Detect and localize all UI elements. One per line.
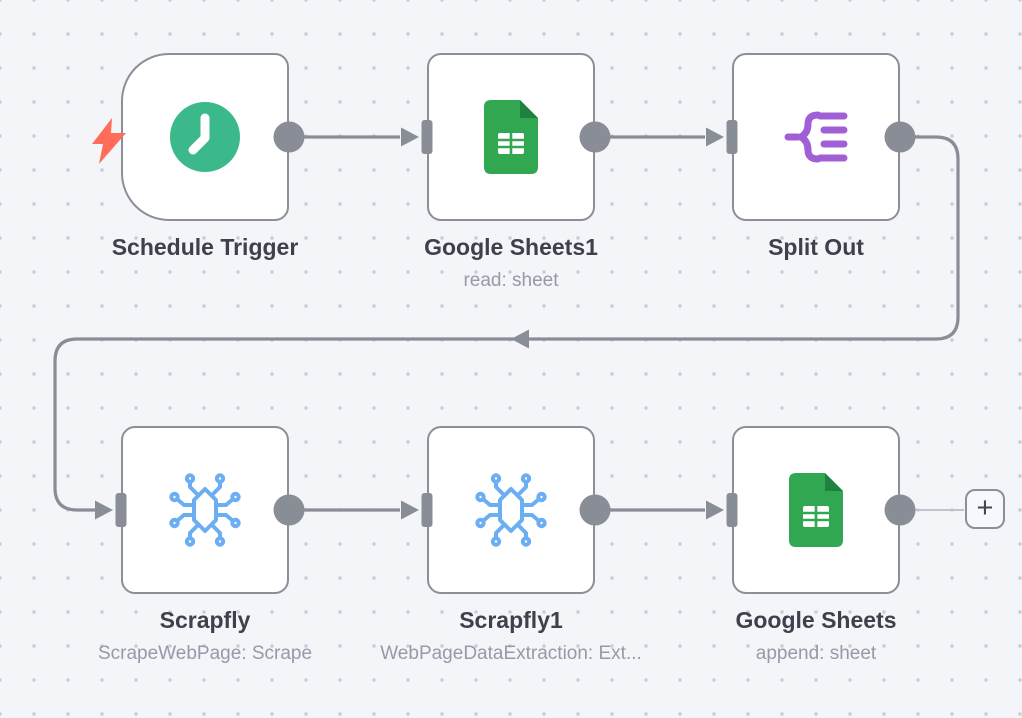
node-google-sheets[interactable]: Google Sheets append: sheet <box>732 426 900 664</box>
arrowhead-icon <box>511 329 529 349</box>
node-subtitle: read: sheet <box>463 270 559 291</box>
node-label: Google Sheets1 <box>424 234 598 260</box>
node-box[interactable] <box>732 426 900 594</box>
arrowhead-icon <box>401 500 419 520</box>
node-label: Google Sheets <box>735 607 897 633</box>
clock-icon <box>170 102 240 172</box>
plus-icon: + <box>976 491 994 524</box>
spider-circuit-icon <box>169 473 241 547</box>
spider-circuit-icon <box>475 473 547 547</box>
node-box[interactable] <box>121 426 289 594</box>
add-node-button[interactable]: + <box>965 489 1005 529</box>
node-label: Scrapfly1 <box>459 607 563 633</box>
node-scrapfly[interactable]: Scrapfly ScrapeWebPage: Scrape <box>98 426 312 664</box>
lightning-bolt-icon <box>92 118 126 169</box>
arrowhead-icon <box>706 127 724 147</box>
node-scrapfly1[interactable]: Scrapfly1 WebPageDataExtraction: Ext... <box>380 426 642 664</box>
node-google-sheets1[interactable]: Google Sheets1 read: sheet <box>424 53 598 291</box>
split-out-icon <box>784 111 848 163</box>
arrowhead-icon <box>706 500 724 520</box>
google-sheets-icon <box>789 473 843 547</box>
node-label: Split Out <box>768 234 864 260</box>
node-label: Scrapfly <box>159 607 251 633</box>
node-box[interactable] <box>427 426 595 594</box>
arrowhead-icon <box>401 127 419 147</box>
node-box[interactable] <box>427 53 595 221</box>
arrowhead-icon <box>95 500 113 520</box>
node-label: Schedule Trigger <box>111 234 299 260</box>
node-subtitle: ScrapeWebPage: Scrape <box>97 643 313 664</box>
google-sheets-icon <box>484 100 538 174</box>
node-box[interactable] <box>121 53 289 221</box>
node-subtitle: append: sheet <box>755 643 877 664</box>
node-schedule-trigger[interactable]: Schedule Trigger <box>112 53 298 260</box>
node-box[interactable] <box>732 53 900 221</box>
node-subtitle: WebPageDataExtraction: Ext... <box>380 643 642 664</box>
node-split-out[interactable]: Split Out <box>732 53 900 260</box>
